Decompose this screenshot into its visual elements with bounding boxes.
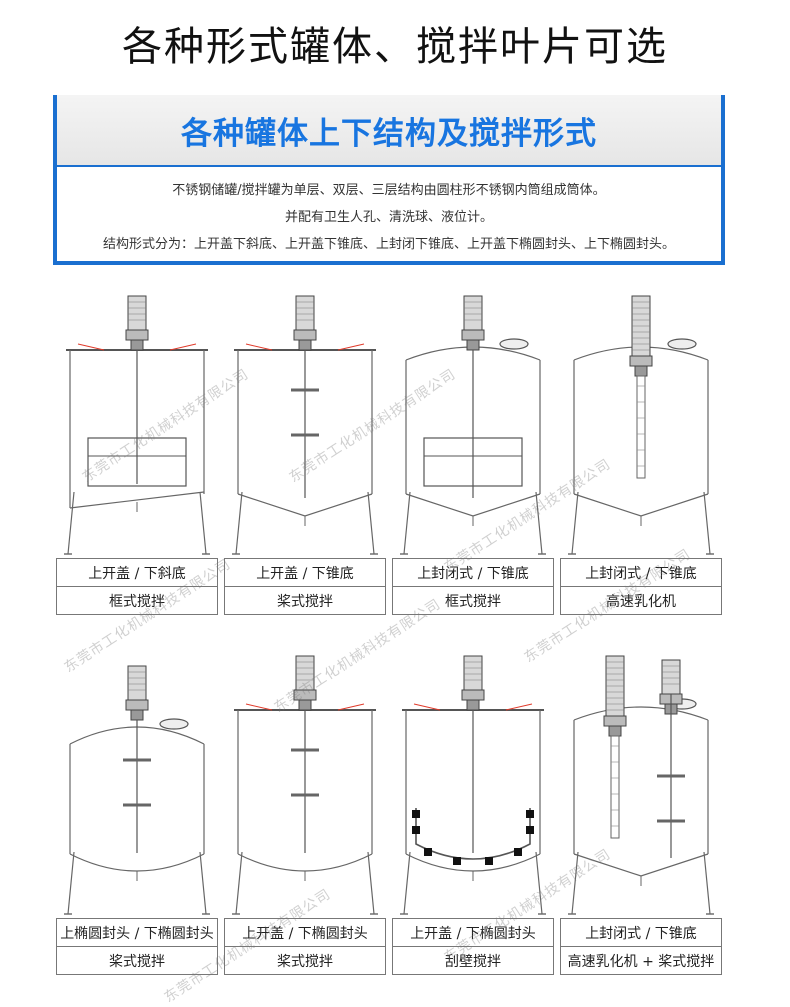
frame-impeller-icon [423,437,523,487]
paddle-impeller-icon [291,388,319,437]
motor-icon [293,295,317,351]
lid-hinge-icon [245,343,365,351]
tank-diagram [400,655,546,915]
motor-icon [125,665,149,721]
tank-card: 上开盖 / 下斜底框式搅拌 [56,288,218,615]
manhole-icon [159,718,189,730]
tank-legs [568,491,714,555]
tank-diagram [64,665,210,915]
tank-legs [232,491,378,555]
banner-header: 各种罐体上下结构及搅拌形式 [57,95,721,165]
tank-legs [568,851,714,915]
tank-card: 上开盖 / 下椭圆封头桨式搅拌 [224,648,386,975]
mixer-label: 桨式搅拌 [56,946,218,975]
paddle-impeller-icon [291,748,319,797]
structure-label: 上开盖 / 下锥底 [224,558,386,587]
motor-icon [293,655,317,711]
paddle-impeller-icon [657,774,685,823]
frame-impeller-icon [87,437,187,487]
banner-title: 各种罐体上下结构及搅拌形式 [181,115,597,152]
tank-card: 上椭圆封头 / 下椭圆封头桨式搅拌 [56,648,218,975]
structure-label: 上椭圆封头 / 下椭圆封头 [56,918,218,947]
info-banner: 各种罐体上下结构及搅拌形式 不锈钢储罐/搅拌罐为单层、双层、三层结构由圆柱形不锈… [53,95,725,265]
tank-diagram [568,655,714,915]
banner-description: 不锈钢储罐/搅拌罐为单层、双层、三层结构由圆柱形不锈钢内筒组成筒体。 并配有卫生… [57,167,721,258]
tank-legs [400,851,546,915]
lid-hinge-icon [245,703,365,711]
scraper-impeller-icon [412,808,534,865]
emulsifier-head-icon [636,375,646,479]
tank-legs [400,491,546,555]
manhole-icon [499,338,529,350]
mixer-label: 桨式搅拌 [224,586,386,615]
structure-label: 上开盖 / 下椭圆封头 [392,918,554,947]
mixer-label: 框式搅拌 [56,586,218,615]
banner-line: 并配有卫生人孔、清洗球、液位计。 [284,210,493,225]
motor-icon [125,295,149,351]
tank-card: 上封闭式 / 下锥底高速乳化机 [560,288,722,615]
tank-diagram [568,295,714,555]
structure-label: 上封闭式 / 下锥底 [560,558,722,587]
lid-hinge-icon [413,703,533,711]
structure-label: 上开盖 / 下斜底 [56,558,218,587]
banner-line: 不锈钢储罐/搅拌罐为单层、双层、三层结构由圆柱形不锈钢内筒组成筒体。 [172,183,606,198]
manhole-icon [667,338,697,350]
tank-card: 上开盖 / 下锥底桨式搅拌 [224,288,386,615]
tank-diagram [64,295,210,555]
tank-legs [64,491,210,555]
mixer-label: 高速乳化机 [560,586,722,615]
mixer-label: 框式搅拌 [392,586,554,615]
motor-icon [461,295,485,351]
banner-divider [57,165,721,167]
tank-legs [232,851,378,915]
structure-label: 上封闭式 / 下锥底 [392,558,554,587]
mixer-label: 高速乳化机 + 桨式搅拌 [560,946,722,975]
tank-diagram [232,295,378,555]
motor-icon [603,655,627,737]
tank-card: 上封闭式 / 下锥底框式搅拌 [392,288,554,615]
mixer-label: 桨式搅拌 [224,946,386,975]
tank-card: 上开盖 / 下椭圆封头刮壁搅拌 [392,648,554,975]
emulsifier-head-icon [610,735,620,839]
tank-card: 上封闭式 / 下锥底高速乳化机 + 桨式搅拌 [560,648,722,975]
paddle-impeller-icon [123,758,151,807]
motor-icon [629,295,653,377]
banner-line: 结构形式分为：上开盖下斜底、上开盖下锥底、上封闭下锥底、上开盖下椭圆封头、上下椭… [102,237,675,252]
tank-legs [64,851,210,915]
motor-icon [461,655,485,711]
structure-label: 上封闭式 / 下锥底 [560,918,722,947]
lid-hinge-icon [77,343,197,351]
structure-label: 上开盖 / 下椭圆封头 [224,918,386,947]
tank-diagram [232,655,378,915]
mixer-label: 刮壁搅拌 [392,946,554,975]
tank-diagram [400,295,546,555]
page-title: 各种形式罐体、搅拌叶片可选 [122,24,668,70]
